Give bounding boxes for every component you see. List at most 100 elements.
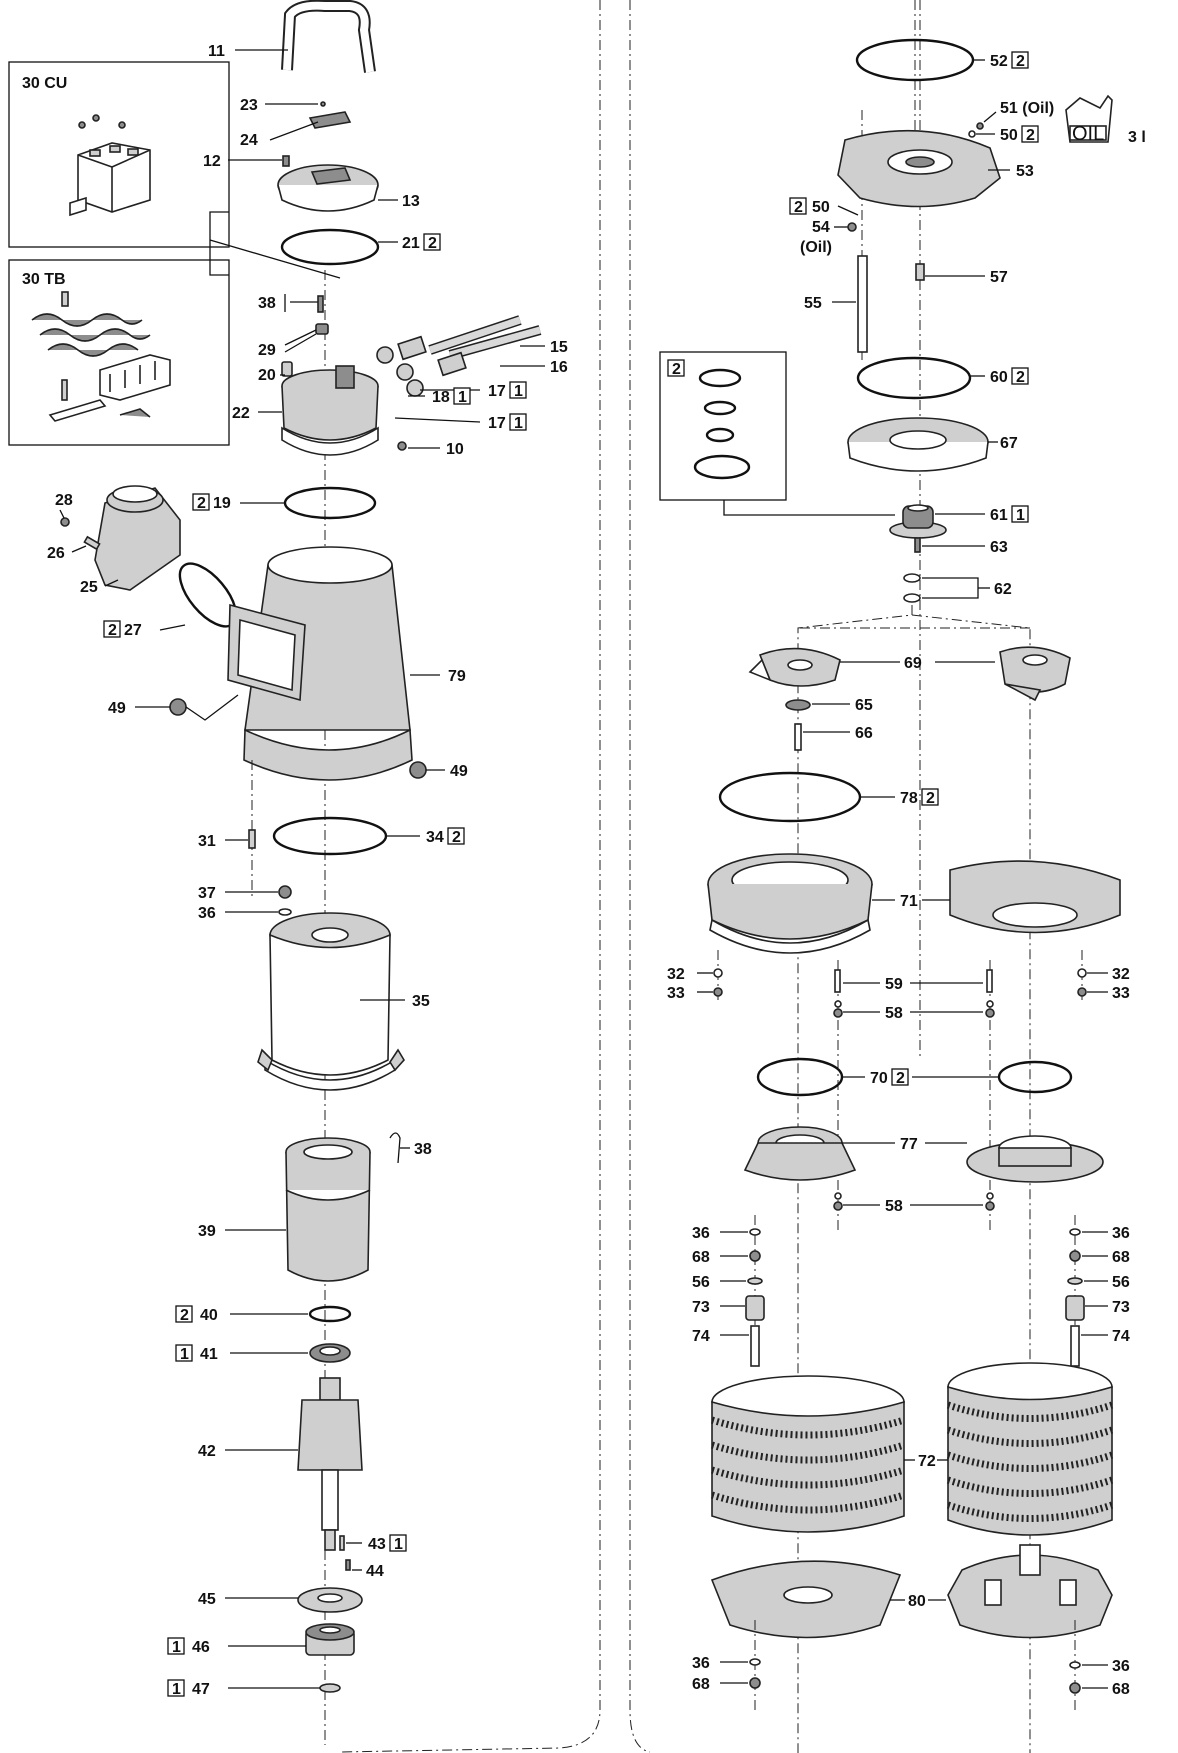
callout-46: 46	[192, 1639, 210, 1656]
callout-62: 62	[994, 581, 1012, 598]
terminal-block-icon	[31, 291, 171, 422]
section-divider-right	[629, 0, 651, 1753]
callout-23: 23	[240, 97, 258, 114]
callout-53: 53	[1016, 163, 1034, 180]
callout-68-a: 68	[692, 1249, 710, 1266]
inset-box-30-cu: 30 CU	[8, 61, 230, 248]
part-13-cover: 13	[277, 164, 420, 212]
callout-19: 19	[213, 495, 231, 512]
part-19-oring	[283, 486, 377, 520]
callout-36-b: 36	[1112, 1225, 1130, 1242]
part-80-base-left	[710, 1560, 902, 1639]
callout-58-bottom: 58	[885, 1198, 903, 1215]
callout-31: 31	[198, 833, 216, 850]
callout-56-a: 56	[692, 1274, 710, 1291]
callout-57: 57	[990, 269, 1008, 286]
callout-17-a: 17	[488, 383, 506, 400]
part-79-pump-casing: 79	[227, 546, 466, 781]
callout-59: 59	[885, 976, 903, 993]
kit-marker: 2	[452, 829, 461, 846]
part-42-rotor-shaft: 42	[198, 1377, 363, 1551]
callout-27: 27	[124, 622, 142, 639]
oil-can-icon: OIL 3 l	[1065, 94, 1146, 146]
part-80-base-right	[947, 1544, 1113, 1639]
callout-74-b: 74	[1112, 1328, 1130, 1345]
callout-39: 39	[198, 1223, 216, 1240]
callout-55: 55	[804, 295, 822, 312]
callout-42: 42	[198, 1443, 216, 1460]
kit-marker: 2	[428, 235, 437, 252]
callout-79: 79	[448, 668, 466, 685]
callout-36-left: 36	[198, 905, 216, 922]
callout-17-b: 17	[488, 415, 506, 432]
callout-18: 18	[432, 389, 450, 406]
seal-kit-label: 2	[672, 361, 681, 378]
kit-marker: 1	[394, 1536, 403, 1553]
callout-66: 66	[855, 725, 873, 742]
part-34-oring	[272, 816, 388, 856]
callout-45: 45	[198, 1591, 216, 1608]
kit-marker: 2	[926, 790, 935, 807]
callout-15: 15	[550, 339, 568, 356]
inset-label-30-cu: 30 CU	[22, 75, 67, 92]
callout-36-c: 36	[692, 1655, 710, 1672]
callout-41: 41	[200, 1346, 218, 1363]
kit-marker: 1	[458, 389, 467, 406]
part-72-strainer-left	[710, 1375, 906, 1533]
oil-can-text: OIL	[1072, 123, 1104, 145]
kit-marker: 2	[1016, 53, 1025, 70]
callout-68-b: 68	[1112, 1249, 1130, 1266]
callout-69: 69	[904, 655, 922, 672]
part-35-motor-housing: 35	[257, 912, 430, 1091]
kit-marker: 1	[514, 415, 523, 432]
callout-54-oil: (Oil)	[800, 239, 832, 256]
callout-29: 29	[258, 342, 276, 359]
callout-43: 43	[368, 1536, 386, 1553]
kit-marker: 1	[514, 383, 523, 400]
part-77-wear-plate-left	[743, 1126, 857, 1181]
kit-marker: 2	[896, 1070, 905, 1087]
part-53-seal-cover: 53	[837, 129, 1034, 208]
part-25-outlet-elbow	[94, 485, 181, 591]
part-39-stator: 39	[198, 1137, 371, 1282]
section-divider-left	[339, 0, 601, 1753]
callout-52: 52	[990, 53, 1008, 70]
callout-28: 28	[55, 492, 73, 509]
inset-box-30-tb: 30 TB	[8, 259, 230, 446]
callout-36-a: 36	[692, 1225, 710, 1242]
callout-40: 40	[200, 1307, 218, 1324]
callout-80: 80	[908, 1593, 926, 1610]
callout-68-c: 68	[692, 1676, 710, 1693]
callout-32-left: 32	[667, 966, 685, 983]
callout-33-left: 33	[667, 985, 685, 1002]
callout-61: 61	[990, 507, 1008, 524]
callout-65: 65	[855, 697, 873, 714]
kit-marker: 2	[197, 495, 206, 512]
callout-58-top: 58	[885, 1005, 903, 1022]
callout-32-right: 32	[1112, 966, 1130, 983]
callout-35: 35	[412, 993, 430, 1010]
callout-22: 22	[232, 405, 250, 422]
part-69-impeller-vortex	[748, 647, 841, 687]
callout-51: 51 (Oil)	[1000, 100, 1054, 117]
callout-49-b: 49	[450, 763, 468, 780]
callout-26: 26	[47, 545, 65, 562]
kit-marker: 2	[1026, 127, 1035, 144]
callout-38-bottom: 38	[414, 1141, 432, 1158]
callout-20: 20	[258, 367, 276, 384]
callout-16: 16	[550, 359, 568, 376]
callout-63: 63	[990, 539, 1008, 556]
part-71-pump-housing-left	[707, 853, 873, 954]
inset-label-30-tb: 30 TB	[22, 271, 66, 288]
callout-60: 60	[990, 369, 1008, 386]
part-21-oring: 21 2	[280, 228, 441, 266]
callout-10: 10	[446, 441, 464, 458]
part-11-handle: 11	[208, 0, 376, 73]
kit-marker: 1	[1016, 507, 1025, 524]
callout-11: 11	[208, 43, 225, 60]
oil-volume: 3 l	[1128, 129, 1146, 146]
kit-marker: 1	[180, 1346, 189, 1363]
contactor-unit-icon	[69, 114, 151, 217]
callout-72: 72	[918, 1453, 936, 1470]
